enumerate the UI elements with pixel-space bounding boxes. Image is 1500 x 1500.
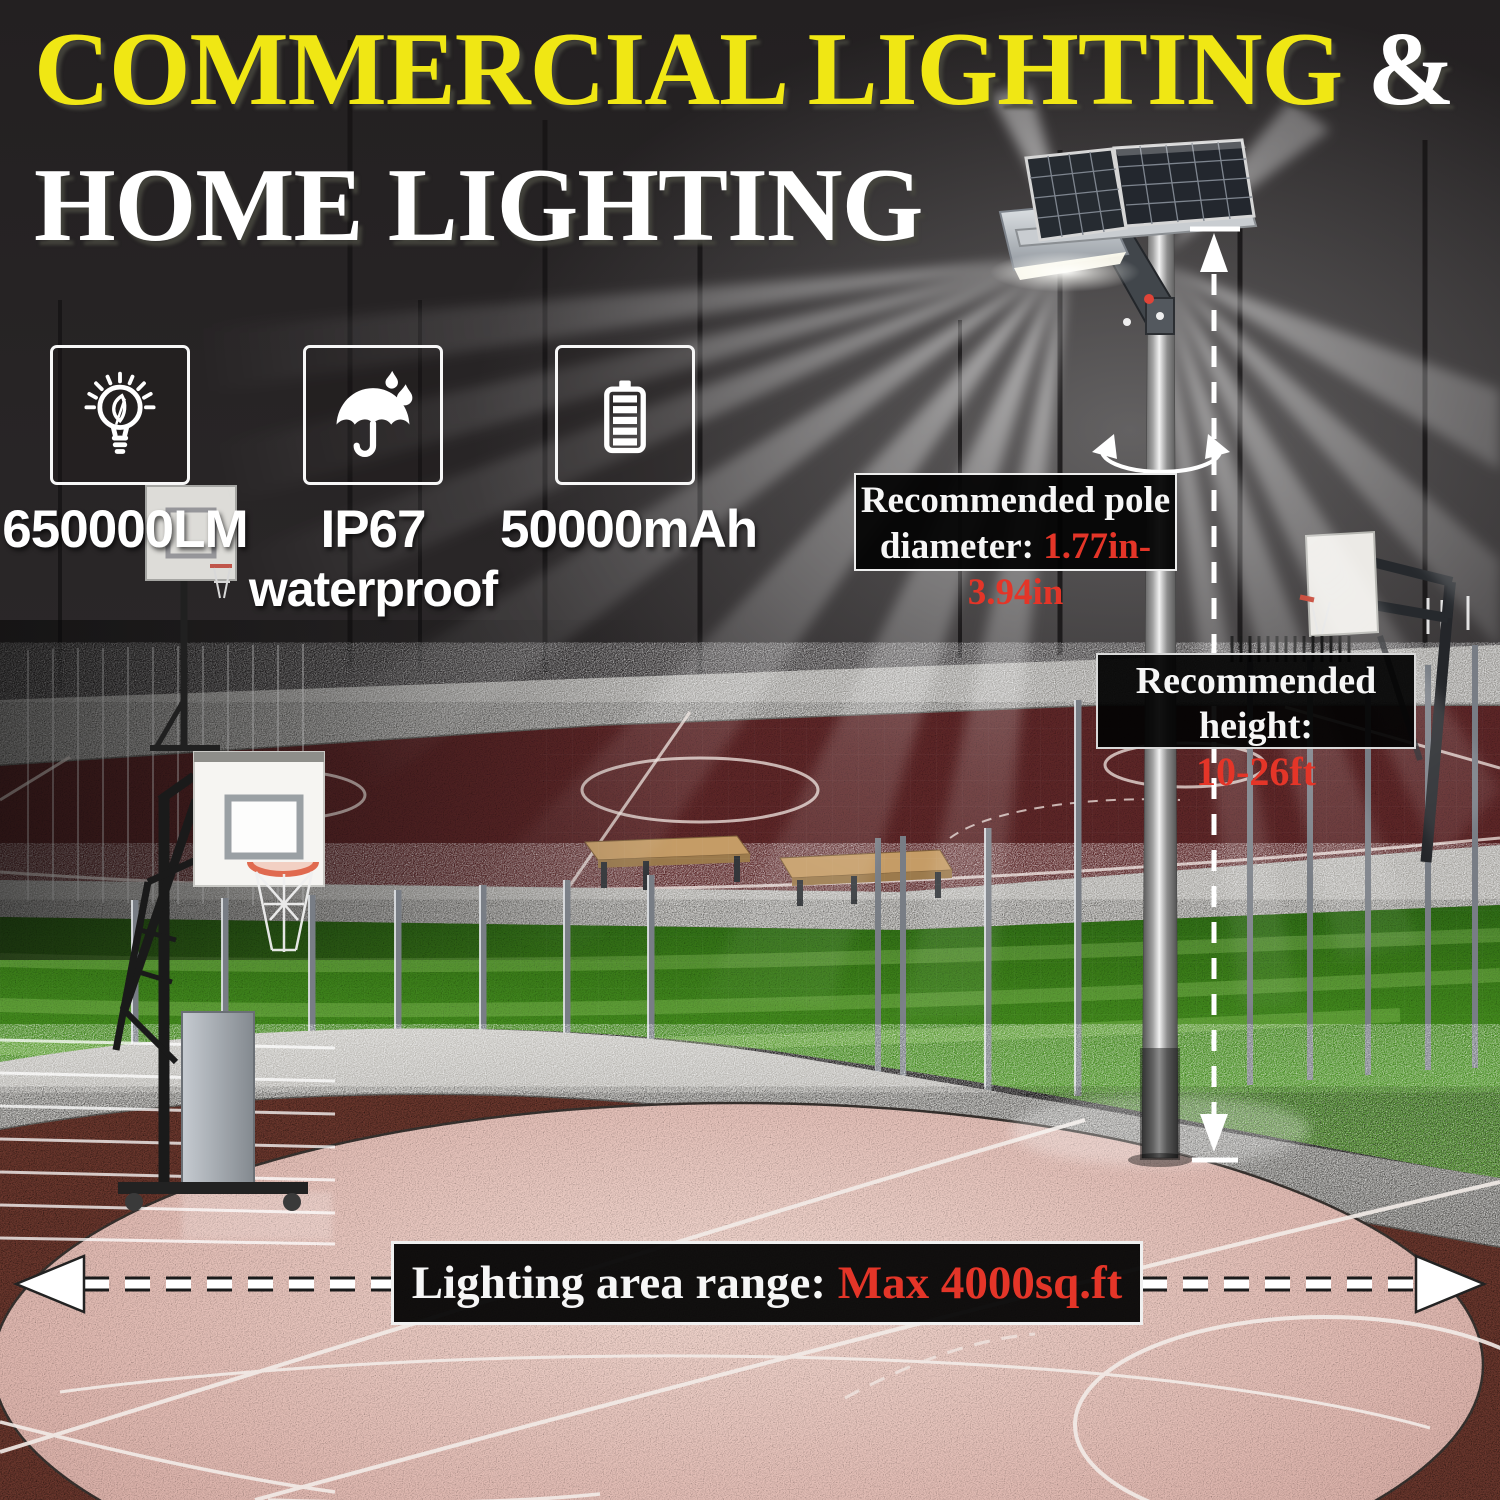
foreground-court-markings [0,1118,1500,1500]
feature-box-waterproof [303,345,443,485]
title-ampersand: & [1342,10,1454,127]
height-callout: Recommended height: 10-26ft [1096,653,1416,794]
indicator-light [1144,294,1154,304]
ip-rating-label: IP67 [320,500,426,559]
page-title-line1: COMMERCIAL LIGHTING & [34,16,1455,121]
area-dimension-arrow [12,1254,1488,1314]
area-value: Max 4000sq.ft [837,1257,1123,1309]
area-label: Lighting area range: [411,1257,838,1309]
height-label: Recommended height: [1135,660,1377,747]
rotation-arrows [1092,434,1230,474]
height-value: 10-26ft [1196,749,1316,794]
waterproof-label: waterproof [248,561,498,617]
title-commercial-lighting: COMMERCIAL LIGHTING [34,10,1343,127]
lighting-area-callout: Lighting area range: Max 4000sq.ft [391,1241,1143,1325]
solar-panels [1014,138,1258,248]
light-beams [0,85,1500,1166]
umbrella-rain-icon [336,370,413,457]
battery-icon [604,380,646,454]
foreground-curb [0,1028,1500,1248]
height-dimension-arrow [1190,226,1240,1163]
page-title-line2: HOME LIGHTING [34,146,923,263]
feature-box-lumens [50,345,190,485]
hoop-net [254,871,314,952]
pole-diameter-value: 1.77in-3.94in [967,526,1152,613]
pole-diameter-callout: Recommended pole diameter: 1.77in-3.94in [854,473,1177,613]
lamp-glow [990,252,1140,292]
feature-box-battery [555,345,695,485]
battery-capacity-label: 50000mAh [500,500,758,559]
hoop-rim [247,861,319,877]
lightbulb-leaf-icon [84,371,156,454]
lumens-label: 650000LM [2,500,248,559]
pole-diameter-line2: diameter: 1.77in-3.94in [879,526,1152,613]
pole-diameter-line1: Recommended pole [860,480,1171,521]
